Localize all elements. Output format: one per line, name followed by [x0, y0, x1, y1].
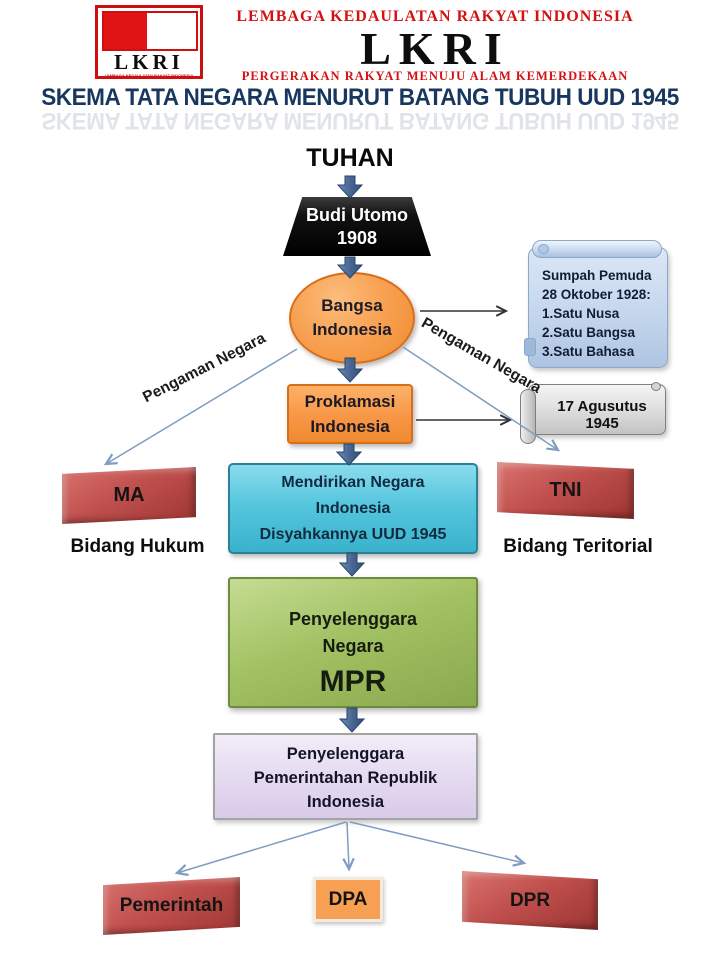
node-mpr: Penyelenggara Negara MPR: [228, 577, 478, 708]
bangsa-line1: Bangsa: [321, 296, 383, 315]
label-bidang-hukum: Bidang Hukum: [70, 536, 205, 557]
node-tni: TNI: [497, 462, 634, 519]
mpr-line2: Negara: [322, 636, 384, 656]
node-tuhan: TUHAN: [306, 144, 394, 172]
scroll-curl-icon: [651, 382, 661, 391]
bangsa-line2: Indonesia: [312, 320, 392, 339]
scroll-tab-icon: [524, 338, 536, 356]
mendirikan-line3: Disyahkannya UUD 1945: [259, 525, 447, 543]
mpr-acronym: MPR: [319, 665, 387, 698]
proklamasi-line2: Indonesia: [310, 417, 390, 436]
logo-acronym-text: LKRI: [114, 50, 184, 74]
node-pemerintahan-ri: Penyelenggara Pemerintahan Republik Indo…: [213, 733, 478, 820]
arrow-pemerintahan-to-dpr: [349, 821, 527, 867]
arrow-pemerintahan-to-pemerintah: [174, 821, 347, 877]
node-budi-utomo: Budi Utomo 1908: [283, 197, 431, 256]
node-sumpah-pemuda-scroll: Sumpah Pemuda 28 Oktober 1928: 1.Satu Nu…: [524, 240, 668, 368]
flag-icon: [102, 11, 198, 51]
node-mendirikan-negara: Mendirikan Negara Indonesia Disyahkannya…: [228, 463, 478, 554]
sumpah-line: 2.Satu Bangsa: [542, 325, 636, 340]
mendirikan-line1: Mendirikan Negara: [281, 473, 425, 491]
logo-subtext: LEMBAGA KEDAULATAN RAKYAT INDONESIA: [104, 73, 194, 78]
org-acronym: LKRI: [360, 23, 510, 74]
node-dpa: DPA: [313, 877, 383, 922]
page-title: SKEMA TATA NEGARA MENURUT BATANG TUBUH U…: [41, 84, 679, 111]
proklamasi-line1: Proklamasi: [304, 392, 396, 411]
sumpah-line: 1.Satu Nusa: [542, 306, 620, 321]
flag-white-half: [147, 13, 196, 49]
pemerintahan-line2: Pemerintahan Republik: [253, 768, 438, 787]
node-bangsa-indonesia: Bangsa Indonesia: [289, 272, 415, 364]
big-arrow-proklamasi-to-mendirikan: [335, 443, 363, 466]
label-bidang-teritorial: Bidang Teritorial: [503, 536, 653, 557]
node-proklamasi: Proklamasi Indonesia: [287, 384, 413, 444]
mpr-line1: Penyelenggara: [288, 609, 418, 629]
flag-red-half: [104, 13, 148, 49]
big-arrow-mpr-to-pemerintahan: [338, 707, 366, 733]
pemerintahan-line3: Indonesia: [306, 792, 384, 811]
budi-utomo-line1: Budi Utomo: [306, 204, 408, 225]
sumpah-pemuda-text: Sumpah Pemuda 28 Oktober 1928: 1.Satu Nu…: [542, 266, 662, 361]
scroll-roll-icon: [532, 240, 662, 258]
big-arrow-mendirikan-to-mpr: [338, 552, 366, 577]
sumpah-line: Sumpah Pemuda: [542, 268, 652, 283]
lkri-logo: LKRI LEMBAGA KEDAULATAN RAKYAT INDONESIA: [95, 5, 203, 79]
big-arrow-tuhan-to-budiutomo: [336, 175, 364, 199]
org-tagline: PERGERAKAN RAKYAT MENUJU ALAM KEMERDEKAA…: [241, 69, 629, 83]
tanggal-text: 17 Agusutus 1945: [557, 398, 647, 432]
label-pengaman-negara-left: Pengaman Negara: [140, 329, 269, 407]
node-dpr: DPR: [462, 871, 598, 930]
scroll-curl-icon: [538, 244, 549, 254]
node-pemerintah: Pemerintah: [103, 877, 240, 935]
sumpah-line: 3.Satu Bahasa: [542, 344, 635, 359]
sumpah-line: 28 Oktober 1928:: [542, 287, 651, 302]
arrow-pemerintahan-to-dpa: [342, 821, 355, 872]
node-ma: MA: [62, 467, 196, 524]
pemerintahan-line1: Penyelenggara: [286, 744, 405, 763]
budi-utomo-line2: 1908: [336, 227, 378, 248]
mendirikan-line2: Indonesia: [315, 499, 391, 517]
org-name: LEMBAGA KEDAULATAN RAKYAT INDONESIA: [236, 8, 634, 25]
